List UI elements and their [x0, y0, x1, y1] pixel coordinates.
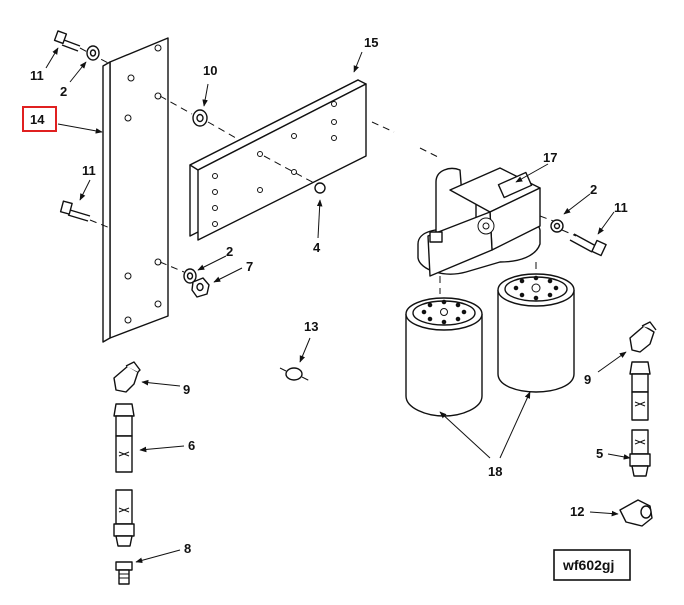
callout-2: 2 — [226, 244, 233, 259]
callout-2: 2 — [60, 84, 67, 99]
callout-17: 17 — [543, 150, 557, 165]
bolt-top-left — [53, 30, 111, 65]
hose-right-upper — [629, 361, 651, 421]
callout-4: 4 — [313, 240, 321, 255]
hose-left-upper — [113, 403, 135, 473]
o-ring — [279, 367, 311, 382]
callout-12: 12 — [570, 504, 584, 519]
callout-8: 8 — [184, 541, 191, 556]
callout-13: 13 — [304, 319, 318, 334]
callout-5: 5 — [596, 446, 603, 461]
bolt-mid-left — [59, 200, 111, 229]
bolt-head-right — [561, 229, 607, 257]
nut-lower — [191, 277, 210, 298]
figure-id-box: wf602gj — [553, 549, 631, 581]
callout-11: 11 — [82, 163, 96, 178]
callout-9: 9 — [183, 382, 190, 397]
callout-7: 7 — [246, 259, 253, 274]
spacer-10 — [159, 95, 237, 139]
vertical-mounting-plate — [102, 37, 169, 343]
adapter-fitting-left — [115, 561, 133, 585]
washer-lower — [159, 261, 197, 284]
elbow-fitting-right — [629, 321, 657, 353]
callout-14-highlight-box — [22, 106, 57, 132]
callout-15: 15 — [364, 35, 378, 50]
filter-canister-right — [497, 273, 575, 393]
callout-9: 9 — [584, 372, 591, 387]
elbow-fitting-left — [113, 361, 141, 393]
hose-left-lower — [113, 489, 135, 547]
callout-10: 10 — [203, 63, 217, 78]
leader-lines — [45, 47, 631, 564]
callout-2: 2 — [590, 182, 597, 197]
horizontal-mounting-plate — [189, 79, 367, 241]
callout-6: 6 — [188, 438, 195, 453]
callout-11: 11 — [30, 68, 44, 83]
figure-id: wf602gj — [562, 557, 614, 573]
pin-4 — [263, 155, 326, 194]
callout-labels: 11 2 14 10 15 11 4 2 7 17 2 11 13 9 6 8 … — [22, 35, 628, 556]
callout-18: 18 — [488, 464, 502, 479]
filter-head — [417, 167, 557, 277]
washer-head — [550, 219, 564, 233]
callout-14: 14 — [30, 112, 45, 127]
elbow-fitting-right-lower — [619, 499, 653, 527]
washer-top-left — [86, 45, 100, 61]
hose-right-lower — [629, 429, 651, 477]
filter-canister-left — [405, 297, 483, 417]
callout-11: 11 — [614, 200, 628, 215]
